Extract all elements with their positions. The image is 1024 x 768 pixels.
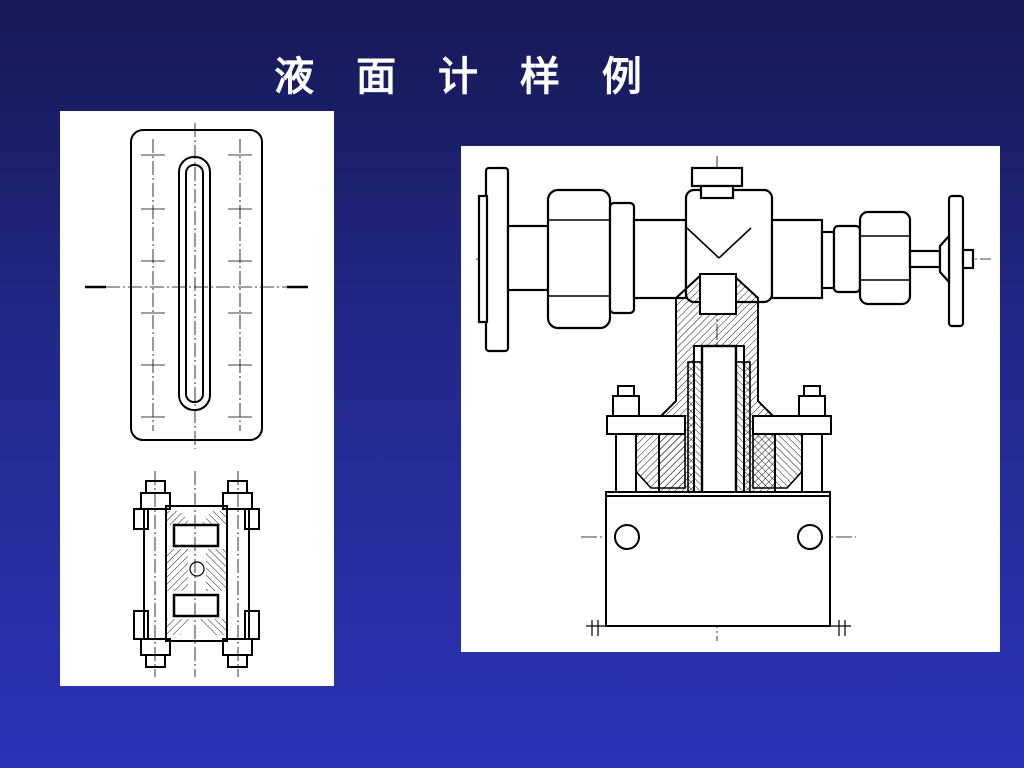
left-pipe (506, 224, 552, 292)
handwheel (947, 194, 965, 328)
body-internal-lines (548, 219, 910, 297)
glass-plate-outline (130, 129, 263, 441)
sight-glass-drawing (85, 123, 308, 677)
base-body (605, 491, 831, 627)
section-hatching (166, 511, 227, 635)
right-hex-nut (858, 210, 912, 306)
packing-hatching (630, 433, 808, 489)
left-hex-nut (546, 188, 612, 330)
sight-glass-drawing-panel (60, 111, 334, 686)
handwheel-hub (938, 233, 951, 285)
sight-glass-section (133, 480, 260, 668)
left-union-collar (608, 201, 636, 315)
valve-assembly-drawing (476, 156, 991, 641)
left-flange (484, 166, 510, 353)
break-lines (586, 620, 851, 636)
valve-stem (908, 249, 942, 269)
right-mounting-hole (797, 524, 823, 550)
right-gland (832, 224, 862, 294)
stem-section (658, 273, 776, 506)
right-collar (820, 230, 836, 290)
left-flange-face (477, 194, 489, 324)
body-left-arm (632, 218, 688, 300)
valve-drawing-panel (461, 146, 1000, 652)
centre-lines (106, 123, 287, 677)
sight-slot-outer (178, 156, 211, 411)
top-plug-cap (690, 166, 744, 188)
top-plug-neck (699, 184, 735, 200)
slide-title: 液 面 计 样 例 (274, 54, 656, 100)
body-right-arm (770, 218, 824, 300)
left-mounting-hole (614, 524, 640, 550)
drain-hole (189, 561, 205, 577)
bolt-hole-marks (141, 154, 252, 418)
handwheel-nut (961, 248, 975, 270)
sight-slot-inner (185, 164, 204, 403)
